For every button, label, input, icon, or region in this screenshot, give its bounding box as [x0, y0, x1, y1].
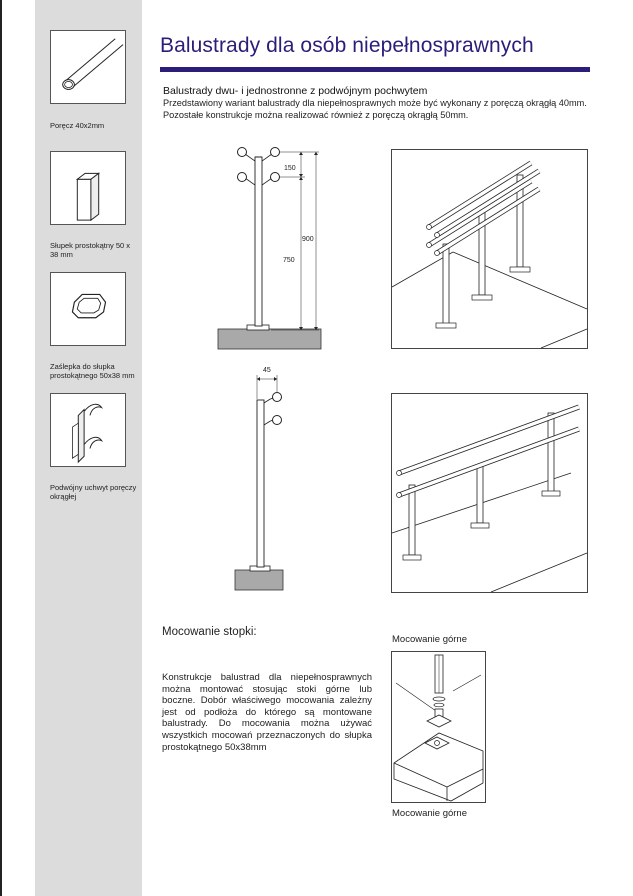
page-title: Balustrady dla osób niepełnosprawnych [160, 34, 534, 57]
drawing-top-mounting [391, 651, 486, 803]
dimension-900: 900 [302, 236, 314, 243]
mounting-caption-top: Mocowanie górne [392, 634, 467, 645]
page-left-border [0, 0, 2, 896]
page-subtitle: Balustrady dwu- i jednostronne z podwójn… [163, 85, 428, 97]
sidebar-caption-post: Słupek prostokątny 50 x 38 mm [50, 241, 131, 259]
intro-paragraph: Przedstawiony wariant balustrady dla nie… [163, 98, 587, 120]
sidebar-caption-bracket: Podwójny uchwyt poręczy okrągłej [50, 483, 137, 501]
double-bracket-icon [50, 393, 126, 467]
rectangular-post-icon [50, 151, 126, 225]
drawing-single-sided-elevation: 45 [232, 363, 292, 593]
sidebar-caption-handrail: Poręcz 40x2mm [50, 121, 105, 130]
mounting-heading: Mocowanie stopki: [162, 626, 257, 638]
mounting-caption-bottom: Mocowanie górne [392, 808, 467, 819]
dimension-45: 45 [263, 367, 271, 374]
drawing-double-sided-elevation: 150 900 750 [215, 143, 327, 353]
mounting-paragraph: Konstrukcje balustrad dla niepełnosprawn… [162, 672, 372, 753]
round-handrail-icon [50, 30, 126, 104]
sidebar-caption-cap: Zaślepka do słupka prostokątnego 50x38 m… [50, 362, 135, 380]
drawing-isometric-single-sided [391, 393, 588, 593]
dimension-750: 750 [283, 257, 295, 264]
title-underline [160, 67, 590, 72]
dimension-150: 150 [284, 165, 296, 172]
post-cap-icon [50, 272, 126, 346]
drawing-isometric-double-sided [391, 149, 588, 349]
